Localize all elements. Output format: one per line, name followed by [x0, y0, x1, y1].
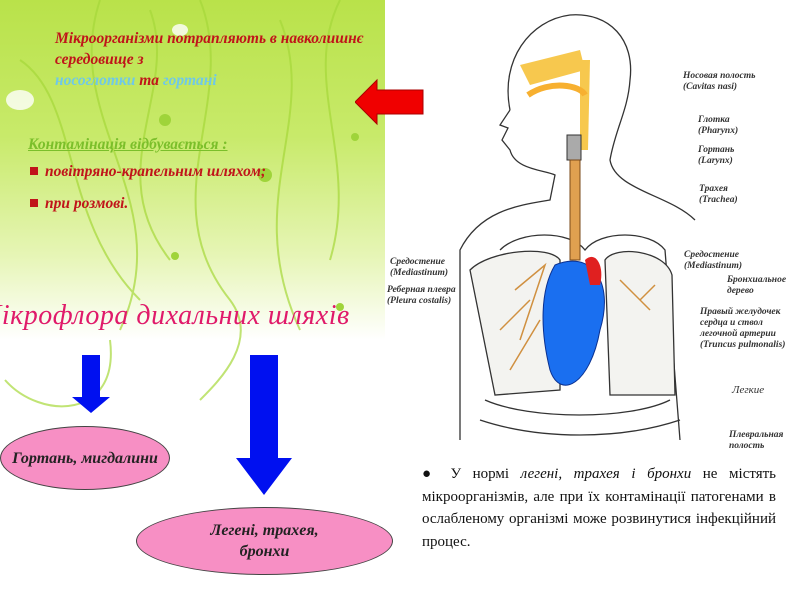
bullet-dot-icon: ●	[422, 466, 439, 482]
intro-line: Мікроорганізми потрапляють в навколишнє …	[55, 30, 364, 68]
note-organs: легені, трахея і бронхи	[520, 466, 692, 482]
bullet-square-icon	[30, 167, 38, 175]
nasopharynx-word: носоглотки	[55, 72, 136, 89]
label-nasal-cavity: Носовая полость(Cavitas nasi)	[683, 71, 756, 92]
larynx-word: гортані	[162, 72, 217, 89]
ellipse-larynx-tonsils: Гортань, мигдалини	[0, 426, 170, 490]
label-pharynx: Глотка(Pharynx)	[698, 115, 739, 136]
label-larynx: Гортань(Larynx)	[698, 145, 735, 166]
respiratory-anatomy-illustration	[459, 14, 696, 441]
label-trachea: Трахея(Trachea)	[699, 184, 738, 205]
contamination-item-text: при розмові.	[45, 195, 129, 212]
contamination-item-text: повітряно-крапельним шляхом;	[45, 163, 267, 180]
bullet-square-icon	[30, 199, 38, 207]
label-pleura-costalis: Реберная плевра(Pleura costalis)	[387, 285, 456, 306]
label-mediastinum-right: Средостение(Mediastinum)	[684, 250, 743, 271]
blue-down-arrow-small-icon	[72, 355, 110, 413]
intro-text: Мікроорганізми потрапляють в навколишнє …	[55, 28, 375, 91]
decorative-swirls	[4, 0, 359, 408]
label-mediastinum-left: Средостение(Mediastinum)	[390, 257, 449, 278]
slide-title: Мікрофлора дихальних шляхів	[0, 300, 350, 331]
note-paragraph: ● У нормі легені, трахея і бронхи не міс…	[422, 466, 776, 550]
contamination-heading: Контамінація відбувається :	[28, 136, 228, 153]
red-left-arrow-icon	[355, 78, 424, 126]
green-background	[0, 0, 385, 340]
contamination-item: повітряно-крапельним шляхом;	[30, 163, 266, 181]
and-word: та	[139, 72, 160, 89]
label-lungs: Легкие	[732, 384, 765, 396]
contamination-item: при розмові.	[30, 195, 128, 213]
blue-down-arrow-large-icon	[236, 355, 292, 495]
ellipse-lungs-trachea-bronchi: Легені, трахея, бронхи	[136, 507, 393, 575]
